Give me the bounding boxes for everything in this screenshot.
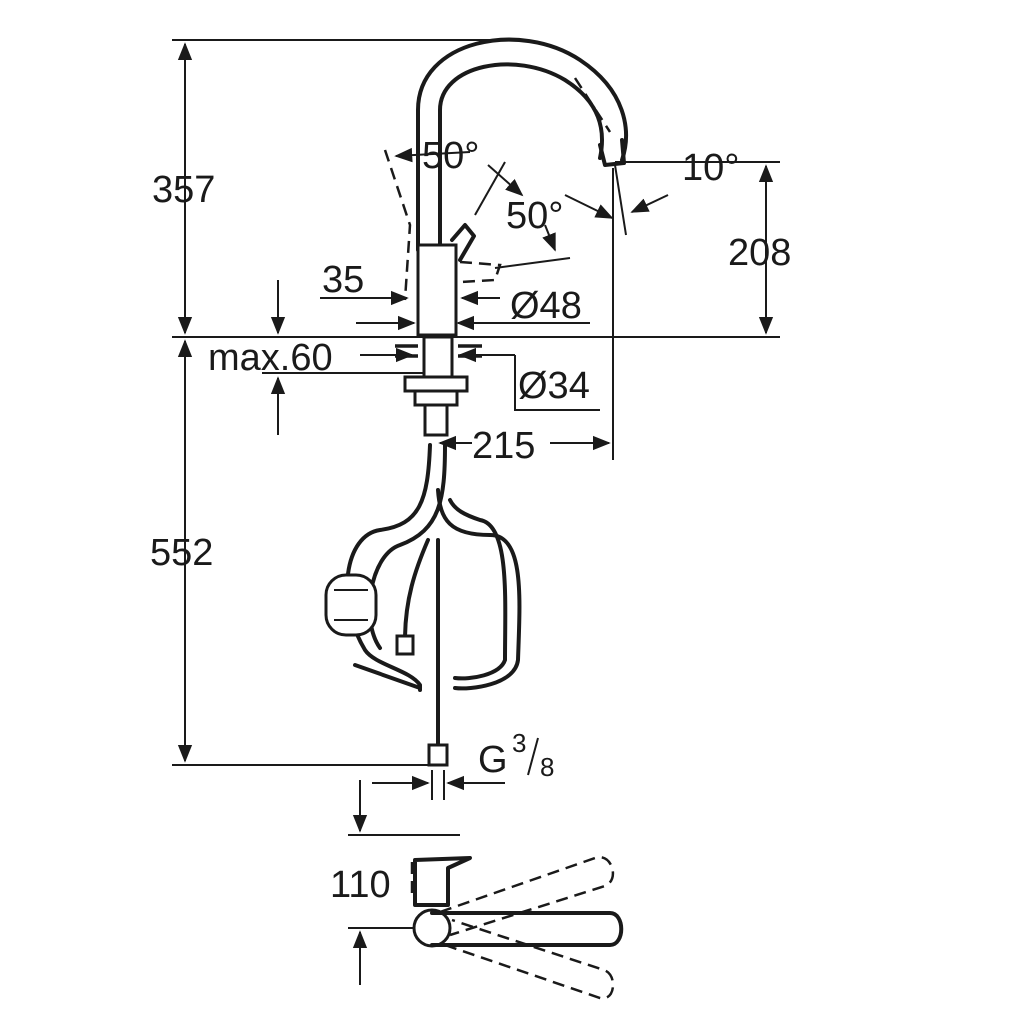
hose-connector: [395, 634, 415, 656]
mount-nut: [403, 375, 469, 393]
top-view-base-circle: [412, 908, 452, 948]
label-diameter-48: Ø48: [510, 285, 582, 327]
label-diameter-34: Ø34: [518, 365, 590, 407]
label-10-angle: 10°: [682, 147, 739, 189]
label-50-left: 50°: [422, 135, 479, 177]
faucet-body: [416, 243, 458, 337]
angle-10-line: [614, 164, 627, 236]
lever-baseline: [494, 257, 571, 269]
label-357: 357: [152, 169, 215, 211]
mount-shank: [422, 335, 454, 379]
supply-hose-left: [403, 538, 430, 642]
lever-handle: [450, 223, 476, 262]
label-connection-denominator: 8: [540, 752, 554, 782]
lever-left-dashed: [383, 149, 412, 301]
top-view-spout: [430, 911, 624, 947]
hose-right-loop: [436, 488, 522, 691]
label-connection-numerator: 3: [512, 728, 526, 758]
angle-50-lower-line: [542, 224, 556, 252]
label-35: 35: [322, 259, 364, 301]
label-max-60: max.60: [208, 337, 333, 379]
mount-stud: [423, 403, 449, 437]
top-view-body: [413, 856, 472, 907]
angle-50-right-arrow1: [487, 164, 524, 197]
top-view-spout-dash-down: [444, 918, 615, 1000]
dim-34-leader: [514, 355, 600, 411]
hose-right-loop-inner: [448, 498, 508, 681]
label-connection-g: G: [478, 739, 508, 781]
bottom-connector: [427, 743, 449, 767]
label-50-right: 50°: [506, 195, 563, 237]
angle-50-left-arrow: [394, 147, 471, 163]
label-110: 110: [330, 864, 391, 906]
label-208: 208: [728, 232, 791, 274]
hose-loop-bottom-left: [353, 663, 422, 690]
angle-10-arrow: [630, 194, 669, 213]
spout-head-dash: [573, 77, 612, 133]
mount-washer: [413, 389, 459, 407]
spout-head: [598, 138, 626, 167]
label-215: 215: [472, 425, 535, 467]
hose-weight: [324, 573, 378, 637]
lever-right-dashed: [459, 260, 502, 284]
angle-50-right-arrow2: [474, 161, 506, 216]
label-552: 552: [150, 532, 213, 574]
hose-loop: [345, 443, 432, 692]
spout-outer: [416, 37, 628, 252]
spout-inner: [438, 62, 605, 252]
angle-50-right-arrow3: [564, 194, 614, 219]
fraction-slash: [527, 737, 539, 776]
